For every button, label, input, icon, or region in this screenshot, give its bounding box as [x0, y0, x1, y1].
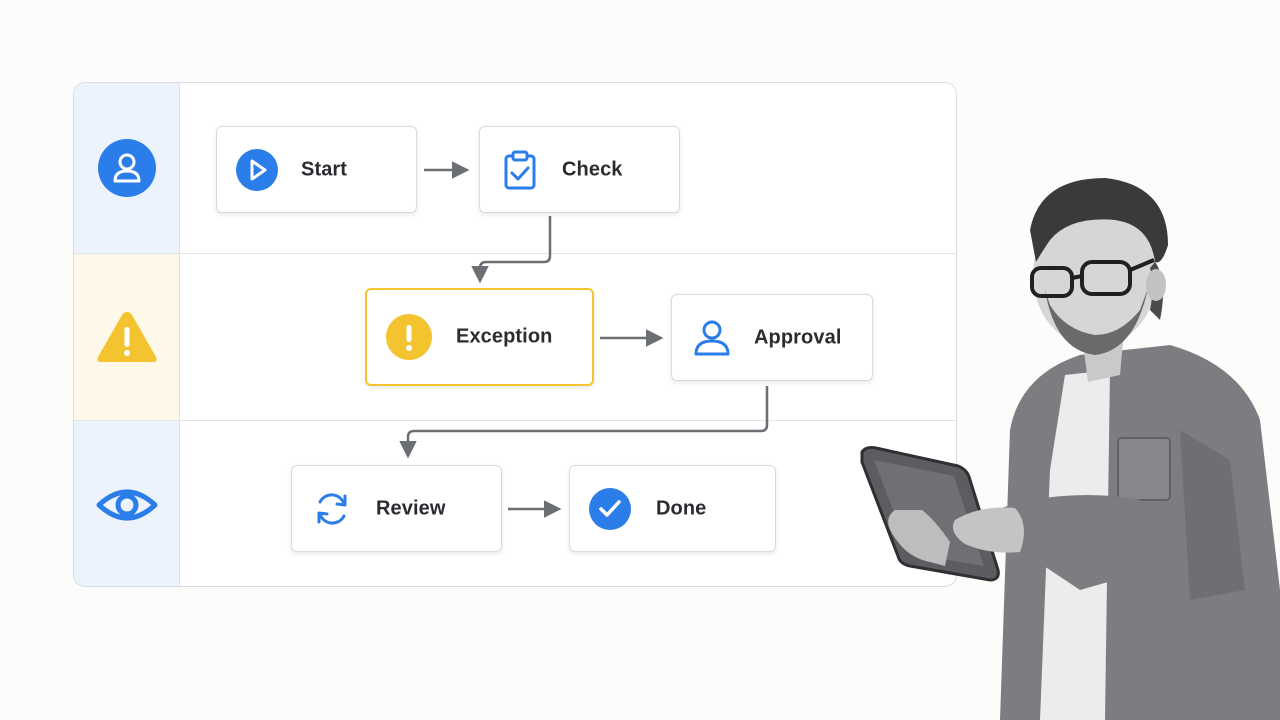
person-holding-tablet-illustration: [860, 178, 1280, 720]
node-label: Approval: [754, 326, 842, 348]
node-label: Review: [376, 497, 446, 519]
node-label: Check: [562, 158, 623, 180]
node-check[interactable]: Check: [479, 126, 680, 213]
warning-icon: [96, 312, 157, 362]
refresh-icon: [310, 487, 354, 531]
play-icon: [235, 148, 279, 192]
node-label: Exception: [456, 325, 553, 348]
clipboard-check-icon: [498, 148, 542, 192]
lane-divider: [74, 253, 956, 254]
node-done[interactable]: Done: [569, 465, 776, 552]
node-start[interactable]: Start: [216, 126, 417, 213]
user-icon: [97, 139, 156, 197]
lane-header-user: [74, 83, 180, 253]
node-label: Done: [656, 497, 707, 519]
lane-header-review: [74, 421, 180, 586]
node-approval[interactable]: Approval: [671, 294, 873, 381]
lane-divider: [74, 420, 956, 421]
node-label: Start: [301, 158, 348, 180]
user-icon: [690, 316, 734, 360]
exclamation-icon: [385, 313, 433, 361]
lane-header-warning: [74, 254, 180, 420]
node-exception[interactable]: Exception: [365, 288, 594, 386]
eye-icon: [96, 489, 157, 520]
check-circle-icon: [588, 487, 632, 531]
node-review[interactable]: Review: [291, 465, 502, 552]
